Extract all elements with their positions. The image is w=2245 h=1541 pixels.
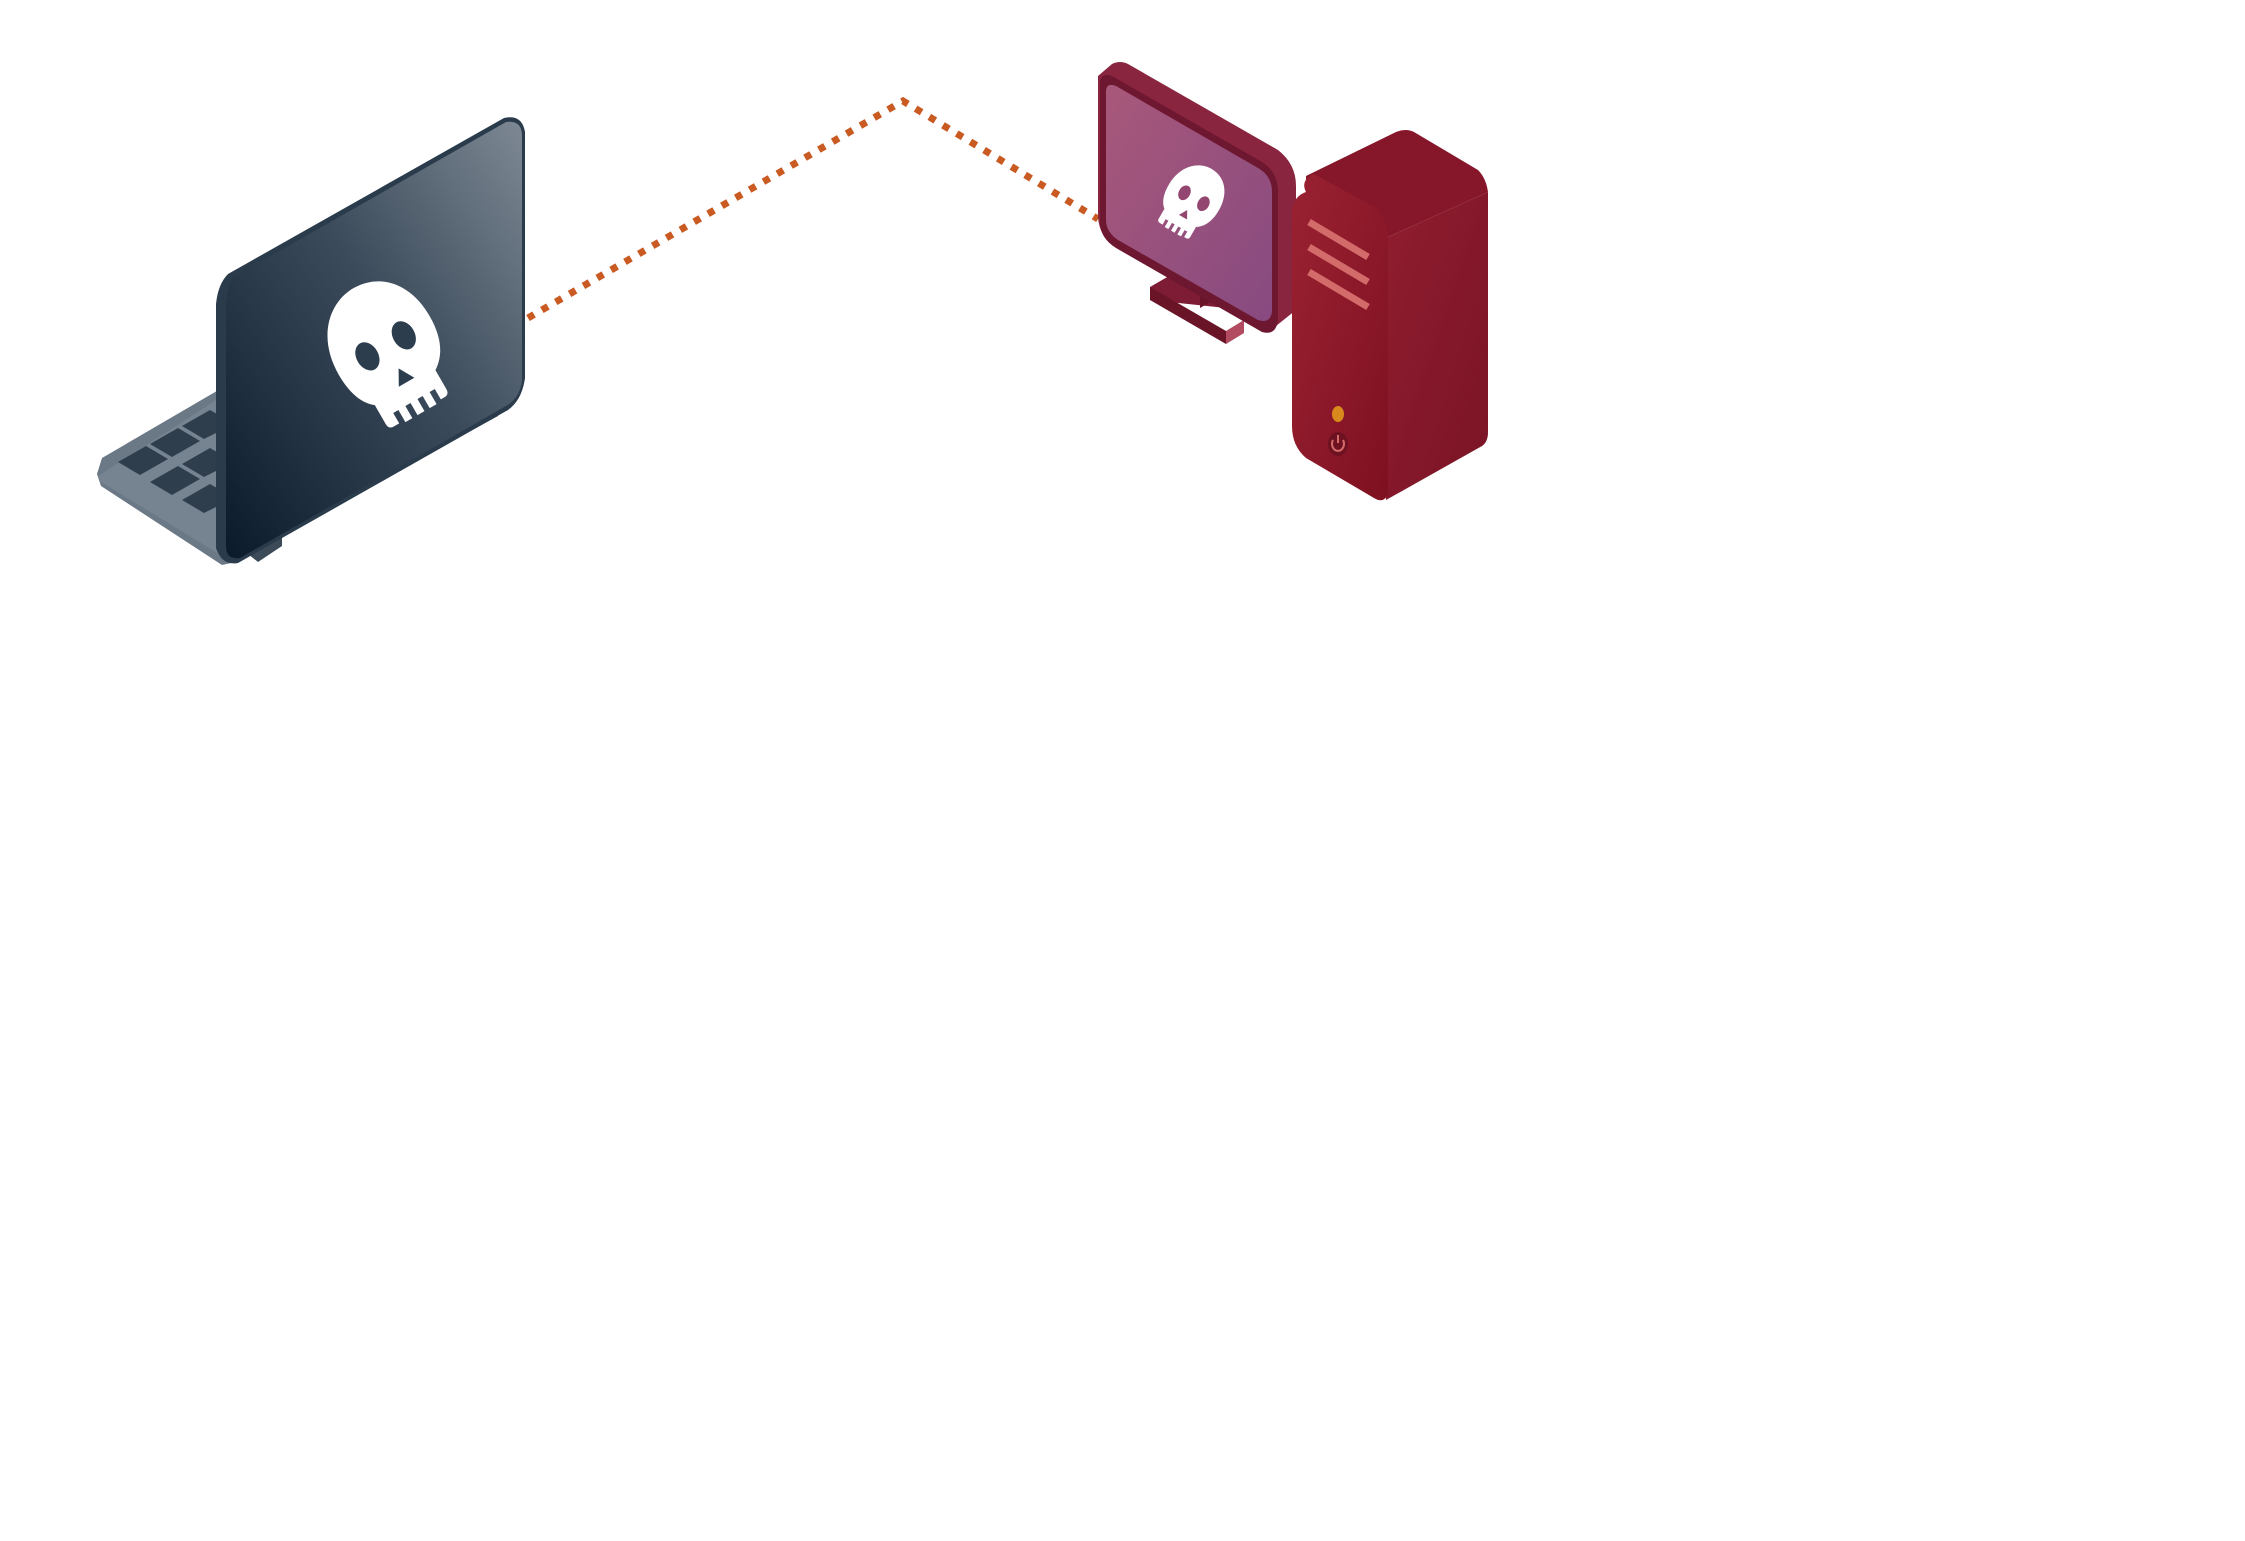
laptop-keys	[118, 410, 222, 513]
tower-vents	[1307, 218, 1370, 311]
skull-icon	[1158, 165, 1225, 239]
connection-line	[526, 96, 1100, 322]
skull-icon	[327, 281, 448, 428]
tower-led	[1332, 406, 1344, 422]
desktop-tower	[1292, 130, 1488, 501]
tower-side	[1386, 192, 1488, 500]
laptop	[97, 117, 525, 565]
power-icon	[1328, 432, 1348, 456]
desktop-monitor	[1098, 62, 1296, 344]
